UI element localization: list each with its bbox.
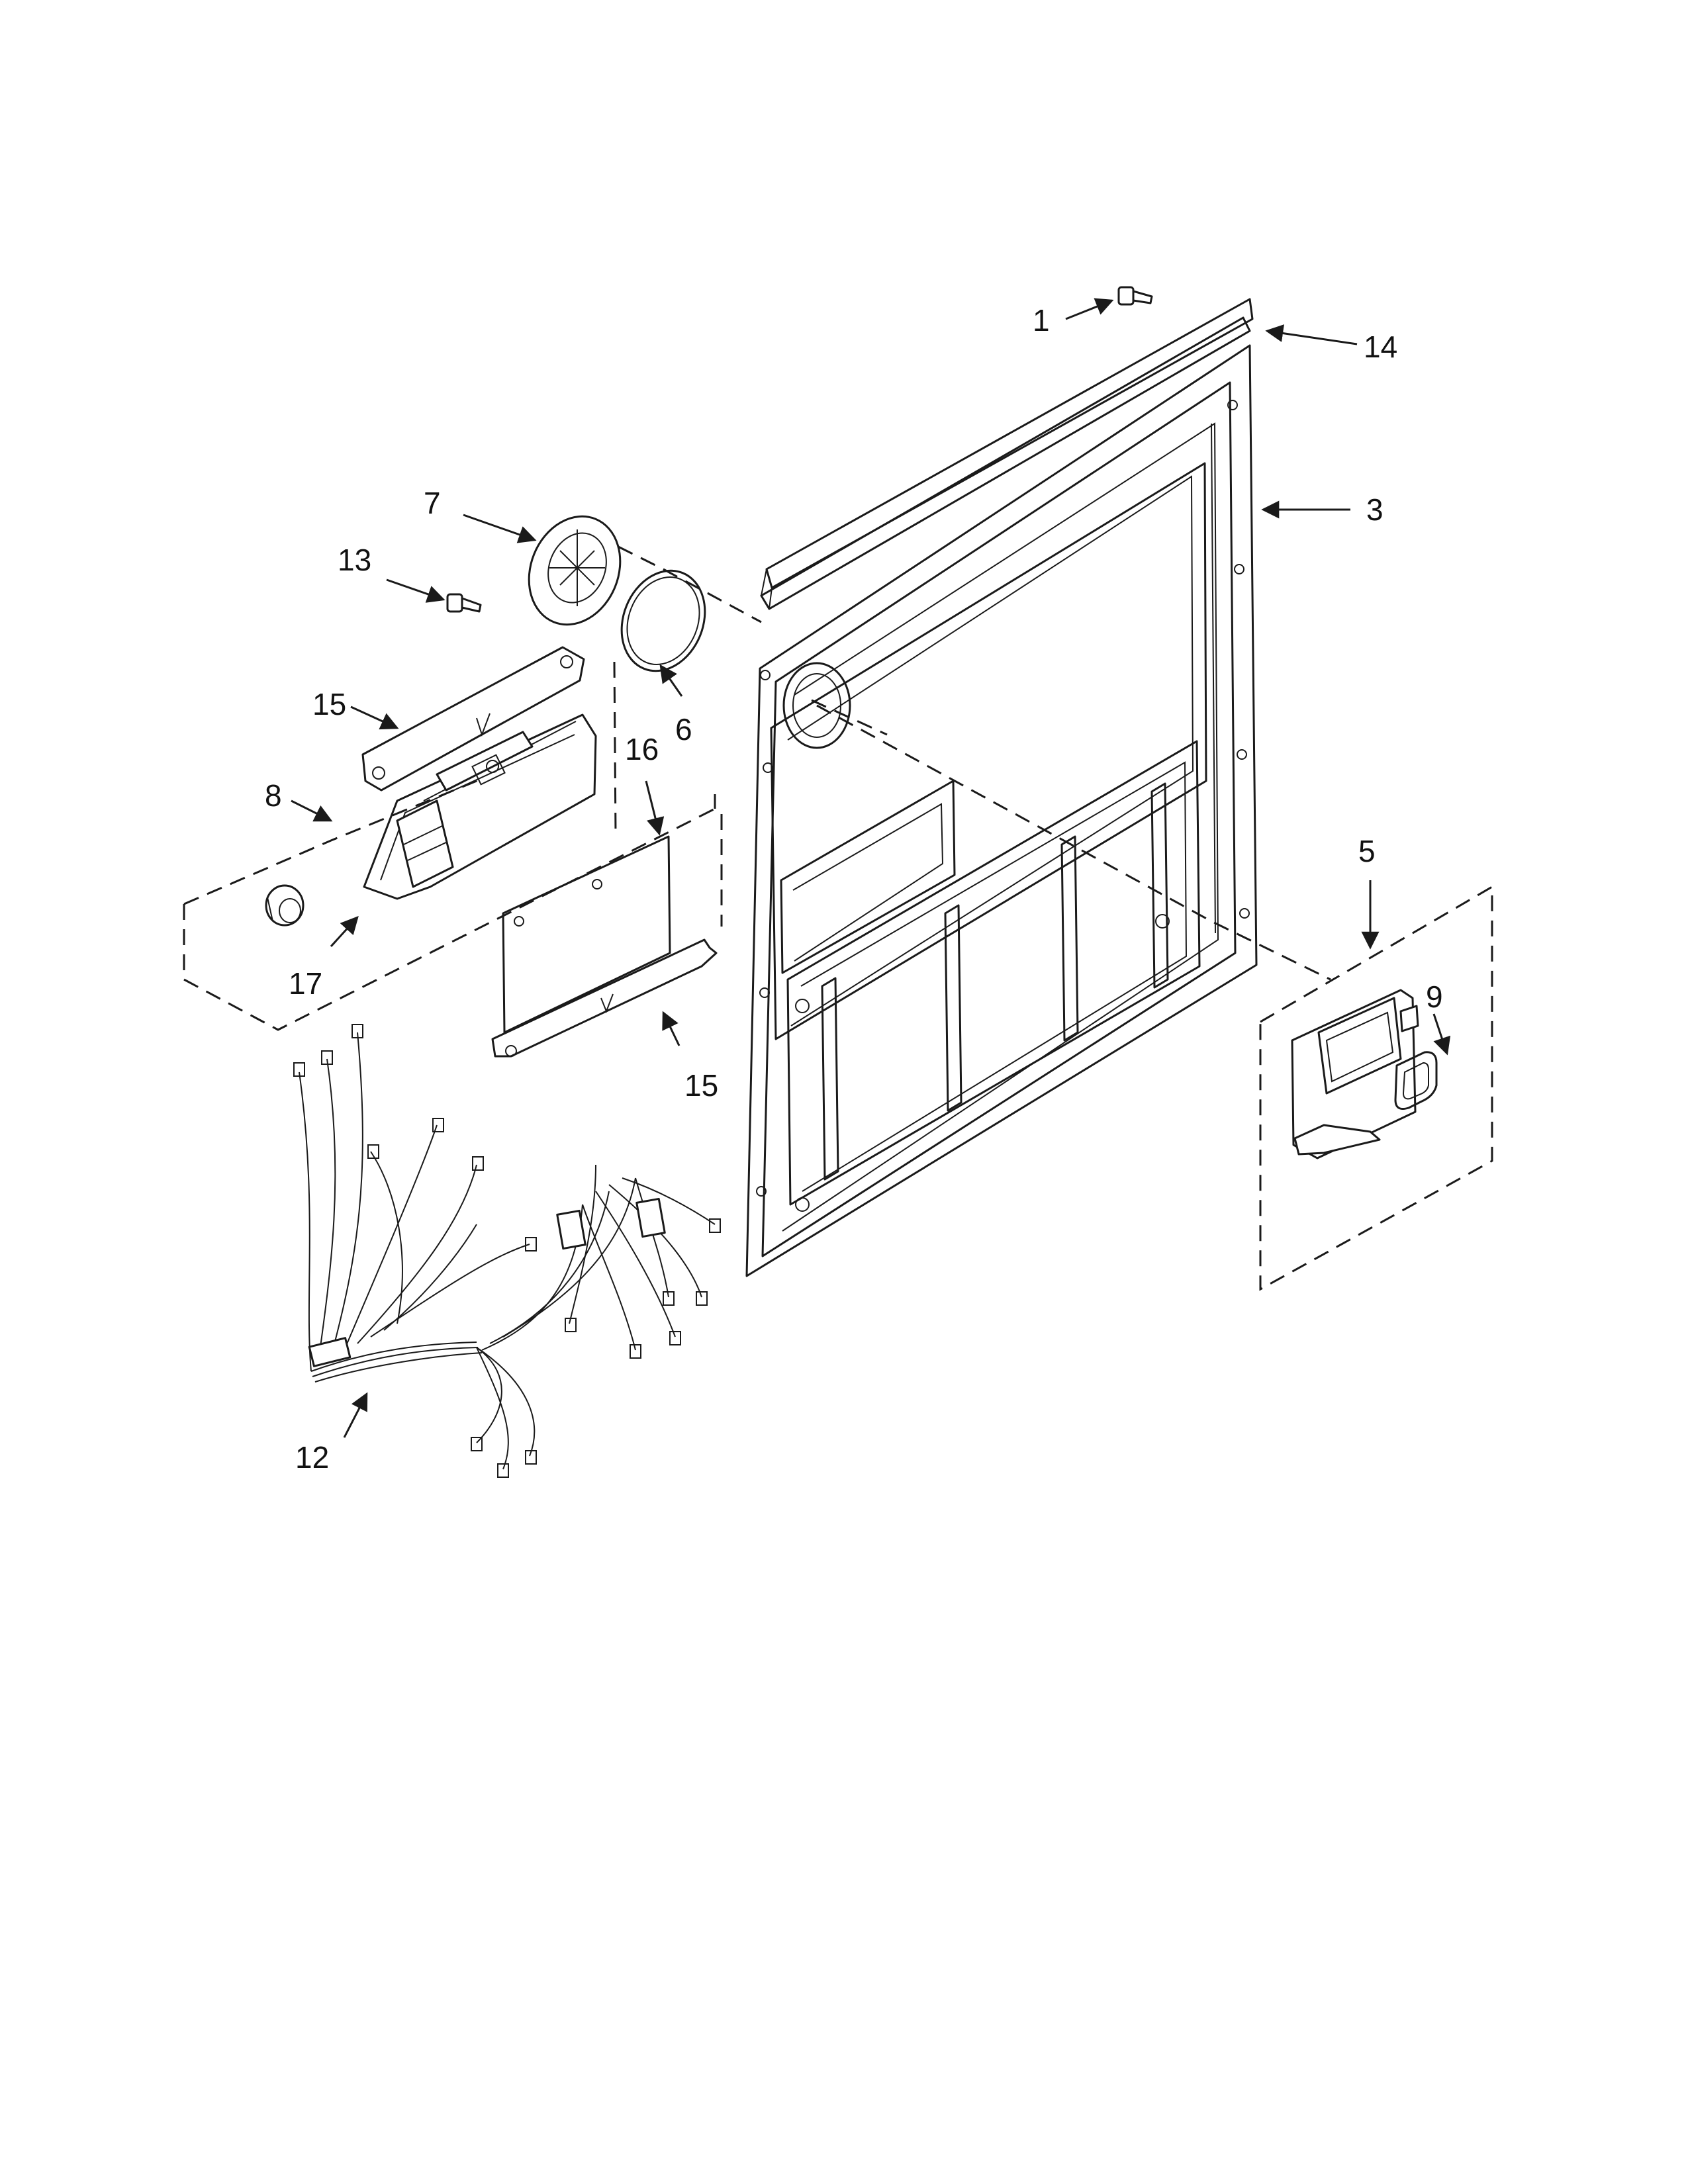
wiring-harness-part-12 <box>293 1024 721 1478</box>
screw-part-1 <box>1117 286 1153 306</box>
callout-9: 9 <box>1426 979 1443 1014</box>
callout-1: 1 <box>1033 303 1050 338</box>
bracket-part-15-lower <box>491 938 718 1058</box>
callout-12: 12 <box>295 1440 329 1475</box>
callout-leader-lines <box>291 298 1451 1438</box>
callout-13: 13 <box>338 543 371 577</box>
callout-17: 17 <box>289 966 322 1001</box>
vent-part-7 <box>528 515 622 626</box>
callout-15-lower: 15 <box>684 1068 718 1103</box>
callout-14: 14 <box>1364 330 1397 364</box>
callout-labels: 1 14 3 7 13 6 15 16 8 17 15 5 9 12 <box>265 303 1443 1475</box>
callout-6: 6 <box>675 712 692 747</box>
insulation-pad-part-16 <box>502 835 671 1034</box>
callout-8: 8 <box>265 778 282 813</box>
inner-door-panel <box>745 344 1258 1277</box>
dashed-group-outlines <box>183 661 1493 1291</box>
callout-5: 5 <box>1358 834 1376 868</box>
gasket-part-9 <box>1394 1051 1438 1110</box>
assembly-centerlines <box>618 545 1331 981</box>
dispenser-assembly-part-8 <box>363 713 597 900</box>
module-part-5 <box>1291 989 1419 1160</box>
callout-15-upper: 15 <box>312 687 346 721</box>
callout-7: 7 <box>424 486 441 520</box>
top-trim-strip <box>760 298 1254 610</box>
callout-3: 3 <box>1366 492 1383 527</box>
bracket-part-15-upper <box>361 646 585 792</box>
screw-part-13 <box>446 593 482 613</box>
callout-16: 16 <box>625 732 659 766</box>
grommet-part-17 <box>265 884 305 927</box>
gasket-part-6 <box>620 569 706 672</box>
